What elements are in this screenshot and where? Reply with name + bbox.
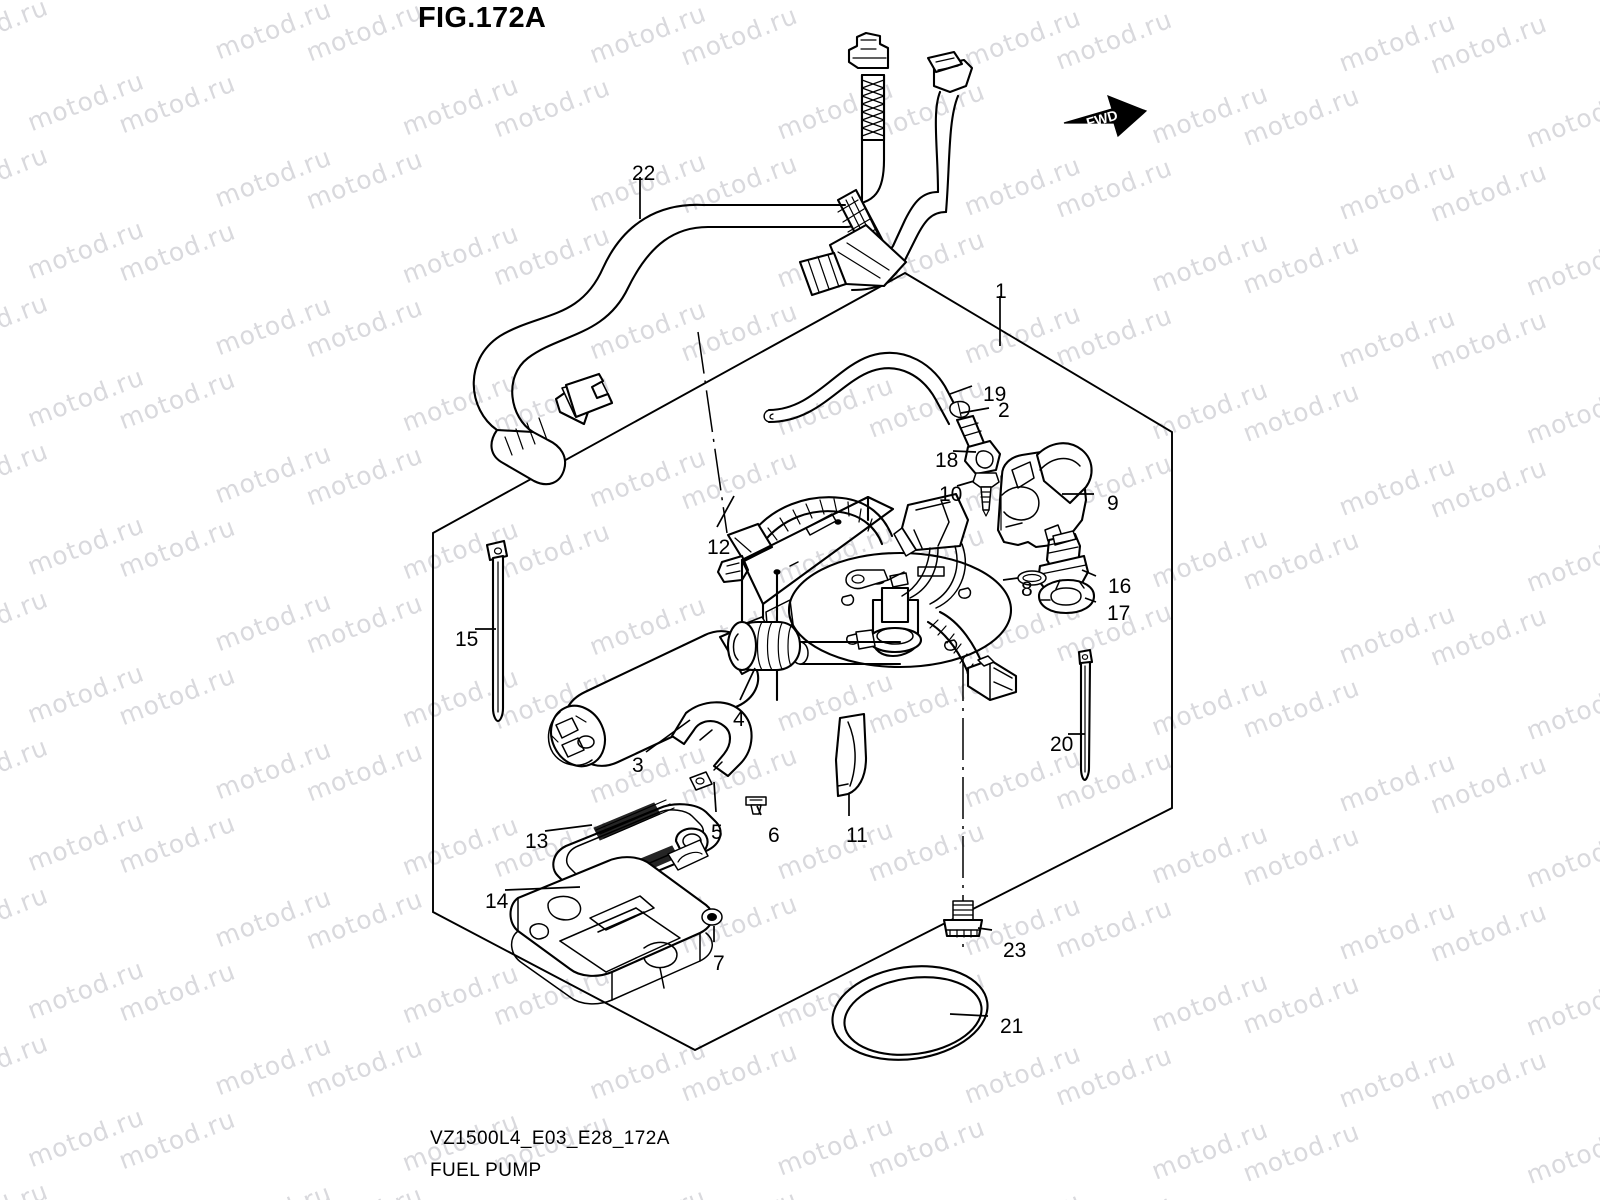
fuel-tank-outline-shape [432,271,1173,1052]
fuel-pump-flange-plate [787,551,1013,669]
mounting-screw-shape [972,472,1000,517]
regulator-cover-shape [996,442,1093,549]
breather-hose-shape [763,351,963,426]
hose-clip-shape [949,400,971,419]
callout-hose-clip: 2 [998,399,1010,422]
callout-pump-retaining-bracket: 5 [711,821,723,844]
callout-filter-housing-cover: 14 [485,890,509,913]
fuel-outlet-fitting-shape [955,414,1002,476]
flange-electrical-connector [845,492,970,609]
callout-wire-lead-terminal: 12 [707,536,731,559]
callout-regulator-retainer-clip: 17 [1107,602,1131,625]
output-harness [926,610,1018,702]
callout-o-ring-small: 8 [1021,578,1033,601]
caption-part-name: FUEL PUMP [430,1160,542,1181]
grommet-seal-shape [701,908,723,926]
fwd-direction-marker: FWD [1062,92,1148,149]
callout-pressure-regulator: 16 [1108,575,1132,598]
callout-fuel-pressure-regulator-cover: 9 [1107,492,1119,515]
cable-tie-long-shape [485,539,509,723]
callout-fuel-hose-assembly: 22 [632,162,656,185]
cable-tie-short-shape [1077,648,1094,782]
flange-bolt-shape [942,900,984,938]
callout-fuel-pump-motor: 3 [632,754,644,777]
caption-part-code: VZ1500L4_E03_E28_172A [430,1128,670,1149]
callout-flange-bolt: 23 [1003,939,1027,962]
regulator-retainer-clip-shape [1037,578,1096,615]
fwd-label: FWD [1084,107,1119,131]
callout-mounting-screw: 10 [939,483,963,506]
callout-fuel-tank-outline: 1 [995,280,1007,303]
retaining-bracket-shape [670,701,753,791]
callout-tank-o-ring-large: 21 [1000,1015,1024,1038]
cable-clamp-shape [834,712,868,798]
callout-bracket-screw: 6 [768,824,780,847]
callout-pump-damper-cushion: 4 [733,708,745,731]
fuel-hose-assembly-shape [472,31,974,486]
tank-o-ring-shape [831,965,989,1061]
figure-title: FIG.172A [418,2,547,34]
center-lines [697,331,964,948]
damper-cushion-shape [726,620,802,672]
callout-cable-tie-short: 20 [1050,733,1074,756]
filter-housing-cover-shape [509,856,714,1005]
callout-breather-hose: 19 [983,383,1007,406]
callout-fuel-filter-mesh: 13 [525,830,549,853]
bracket-screw-shape [745,796,767,815]
callout-fuel-outlet-fitting: 18 [935,449,959,472]
leader-lines [475,177,1097,1017]
callout-cable-clamp: 11 [846,824,868,847]
callout-grommet-seal: 7 [713,952,725,975]
callout-cable-tie-long: 15 [455,628,479,651]
